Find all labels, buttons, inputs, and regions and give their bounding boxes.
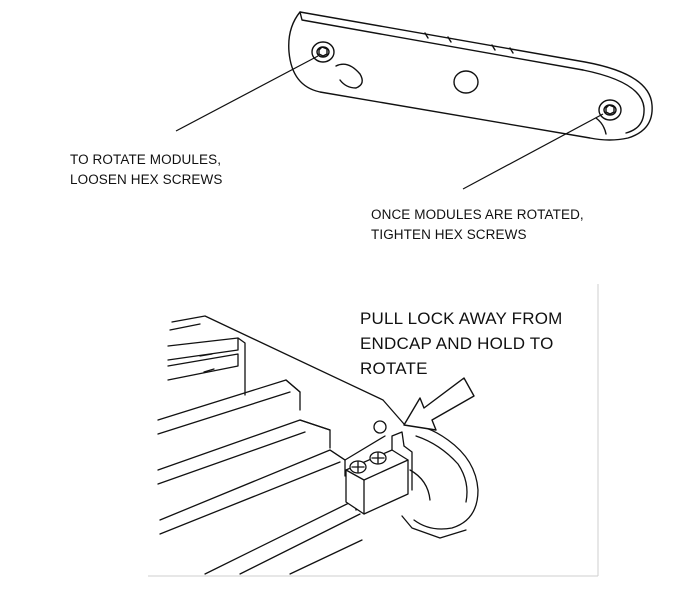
callout-rotate-modules: TO ROTATE MODULES, LOOSEN HEX SCREWS xyxy=(70,150,222,190)
callout-rotate-line2: LOOSEN HEX SCREWS xyxy=(70,172,223,187)
leader-line-tighten xyxy=(462,113,604,190)
callout-rotate-line1: TO ROTATE MODULES, xyxy=(70,152,222,167)
callout-tighten-line2: TIGHTEN HEX SCREWS xyxy=(371,227,527,242)
leader-lines xyxy=(175,55,604,190)
callout-pull-line2: ENDCAP AND HOLD TO xyxy=(360,334,554,353)
endcap-bracket xyxy=(288,11,653,141)
leader-line-rotate xyxy=(175,55,319,132)
callout-tighten-screws: ONCE MODULES ARE ROTATED, TIGHTEN HEX SC… xyxy=(371,205,584,245)
callout-pull-lock: PULL LOCK AWAY FROM ENDCAP AND HOLD TO R… xyxy=(360,306,563,381)
callout-tighten-line1: ONCE MODULES ARE ROTATED, xyxy=(371,207,584,222)
callout-pull-line1: PULL LOCK AWAY FROM xyxy=(360,309,563,328)
pull-direction-arrow xyxy=(403,377,475,431)
lock-detail-illustration xyxy=(148,284,599,577)
callout-pull-line3: ROTATE xyxy=(360,359,428,378)
